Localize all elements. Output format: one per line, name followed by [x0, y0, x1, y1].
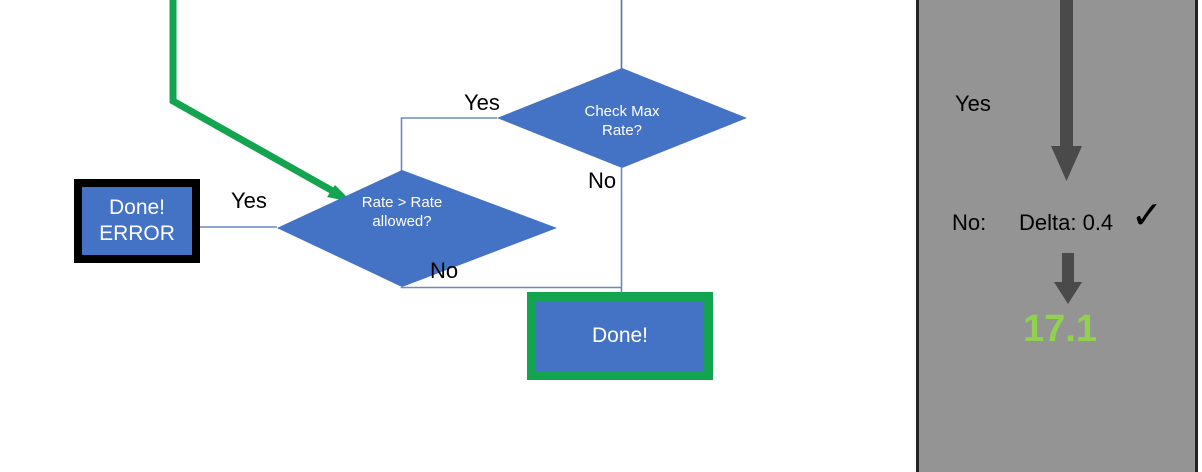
edge-label-no-rate: No	[430, 258, 459, 283]
node-done-error[interactable]: Done! ERROR	[74, 179, 200, 263]
flowchart-graphics	[169, 0, 747, 292]
side-panel: Yes No: Delta: 0.4 ✓ 17.1	[916, 0, 1198, 472]
edge-label-no-check-max: No	[588, 168, 617, 193]
panel-result-value: 17.1	[1023, 308, 1097, 350]
green-arrow-icon	[169, 0, 340, 198]
node-done-label: Done!	[591, 324, 649, 348]
check-mark-icon: ✓	[1131, 195, 1163, 237]
edge-label-yes-check-max: Yes	[464, 90, 500, 115]
edge-label-yes-rate: Yes	[231, 188, 267, 213]
node-done-error-label: Done! ERROR	[99, 196, 175, 245]
down-arrow-icon-top-shaft	[1060, 0, 1073, 148]
panel-graphics	[1051, 0, 1082, 304]
connector-rate-no-to-done	[400, 286, 622, 289]
node-done[interactable]: Done!	[527, 292, 713, 380]
panel-no-label: No:	[952, 210, 987, 235]
node-rate-greater-than-allowed[interactable]	[277, 170, 557, 287]
connector-check-max-yes-to-rate	[400, 117, 497, 172]
node-check-max-rate[interactable]	[497, 68, 747, 168]
down-arrow-icon-bottom-shaft	[1062, 253, 1074, 285]
panel-yes-label: Yes	[955, 91, 991, 116]
panel-delta-value: Delta: 0.4	[1019, 210, 1114, 235]
down-arrow-icon-bottom-head	[1054, 282, 1082, 304]
down-arrow-icon-top-head	[1051, 146, 1082, 181]
